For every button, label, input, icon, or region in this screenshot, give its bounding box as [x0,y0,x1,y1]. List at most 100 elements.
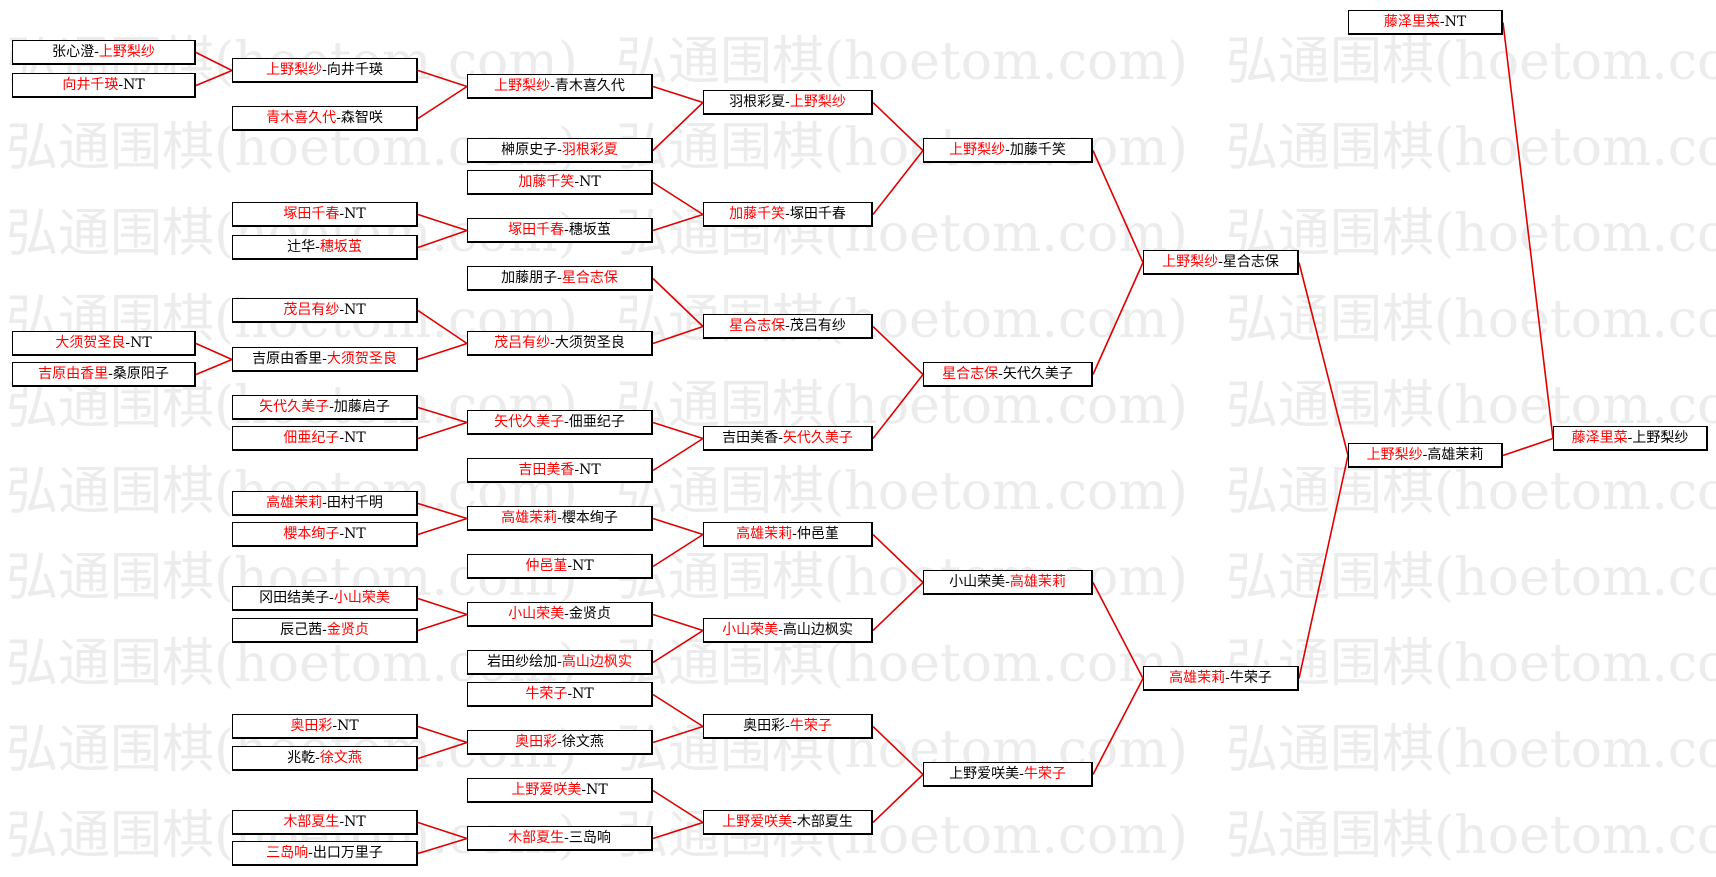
match-box: 小山荣美-金贤贞 [467,602,653,627]
player-a-name: 木部夏生 [508,830,565,846]
vs-separator: - [550,78,555,94]
vs-separator: - [339,302,345,318]
match-box: 奥田彩-徐文燕 [467,730,653,755]
bracket-connector [195,51,233,72]
player-b-name: NT [579,462,601,478]
vs-separator: - [785,318,790,334]
vs-separator: - [125,335,131,351]
player-a-name: 张心澄 [52,44,95,60]
bracket-connector [1092,262,1144,375]
vs-separator: - [557,654,562,670]
player-b-name: 矢代久美子 [782,430,853,446]
match-box: 榊原史子-羽根彩夏 [467,138,653,163]
match-box: 高雄茉莉-櫻本绚子 [467,506,653,531]
player-a-name: 吉原由香里 [38,366,109,382]
bracket-connector [872,101,924,152]
player-b-name: 穗坂茧 [319,239,362,255]
player-a-name: 小山荣美 [722,622,779,638]
player-b-name: 三岛响 [568,830,611,846]
vs-separator: - [792,814,797,830]
vs-separator: - [308,845,313,861]
match-box: 藤泽里菜-NT [1348,10,1503,35]
vs-separator: - [564,606,569,622]
vs-separator: - [322,495,327,511]
bracket-connector [1092,582,1144,679]
match-box: 矢代久美子-加藤启子 [232,395,418,420]
vs-separator: - [339,206,345,222]
player-b-name: 青木喜久代 [554,78,625,94]
match-box: 仲邑堇-NT [467,554,653,579]
match-box: 张心澄-上野梨纱 [12,40,196,65]
player-b-name: 向井千瑛 [326,62,383,78]
player-b-name: NT [344,302,366,318]
player-b-name: 徐文燕 [561,734,604,750]
bracket-connector [652,181,704,216]
vs-separator: - [1439,14,1445,30]
bracket-connector [417,741,468,760]
bracket-connector [652,277,704,328]
match-box: 兆乾-徐文燕 [232,746,418,771]
vs-separator: - [332,718,338,734]
vs-separator: - [574,462,580,478]
player-a-name: 上野爱咲美 [511,782,582,798]
bracket-connector [652,629,704,664]
player-b-name: NT [579,174,601,190]
bracket-connector [1502,22,1554,439]
match-box: 冈田结美子-小山荣美 [232,586,418,611]
player-a-name: 向井千瑛 [62,77,119,93]
match-box: 向井千瑛-NT [12,73,196,98]
player-b-name: 高雄茉莉 [1427,447,1484,463]
bracket-connector [652,693,704,728]
player-b-name: 塚田千春 [789,206,846,222]
vs-separator: - [1422,447,1428,463]
vs-separator: - [339,526,345,542]
player-a-name: 吉田美香 [518,462,575,478]
player-b-name: 牛荣子 [789,718,832,734]
vs-separator: - [785,718,790,734]
player-a-name: 奥田彩 [743,718,786,734]
vs-separator: - [557,734,562,750]
vs-separator: - [564,414,569,430]
match-box: 吉原由香里-大须贺圣良 [232,347,418,372]
match-box: 木部夏生-NT [232,810,418,835]
player-a-name: 奥田彩 [290,718,333,734]
bracket-connector [1502,437,1554,457]
player-b-name: 櫻本绚子 [561,510,618,526]
match-box: 上野爱咲美-NT [467,778,653,803]
match-box: 塚田千春-穗坂茧 [467,218,653,243]
player-a-name: 兆乾 [287,750,316,766]
match-box: 牛荣子-NT [467,682,653,707]
vs-separator: - [118,77,124,93]
player-b-name: 上野梨纱 [789,94,846,110]
vs-separator: - [322,622,327,638]
bracket-connector [417,229,468,249]
player-b-name: NT [344,526,366,542]
bracket-connector [417,69,468,88]
vs-separator: - [567,558,573,574]
bracket-connector [652,725,704,744]
player-b-name: NT [123,77,145,93]
bracket-connector [417,821,468,840]
vs-separator: - [574,174,580,190]
bracket-connector [872,581,924,632]
vs-separator: - [792,526,797,542]
bracket-connector [417,517,468,536]
bracket-connector [417,213,468,232]
player-a-name: 藤泽里菜 [1571,430,1628,446]
player-b-name: 高雄茉莉 [1009,574,1066,590]
player-a-name: 加藤千笑 [729,206,786,222]
player-a-name: 羽根彩夏 [729,94,786,110]
player-a-name: 星合志保 [729,318,786,334]
player-b-name: 田村千明 [326,495,383,511]
vs-separator: - [785,206,790,222]
player-a-name: 上野爱咲美 [722,814,793,830]
player-a-name: 吉田美香 [722,430,779,446]
vs-separator: - [1005,142,1010,158]
player-a-name: 藤泽里菜 [1383,14,1440,30]
vs-separator: - [315,750,320,766]
player-b-name: 上野梨纱 [98,44,155,60]
match-box: 上野爱咲美-牛荣子 [923,762,1093,787]
player-a-name: 高雄茉莉 [501,510,558,526]
match-box: 小山荣美-高雄茉莉 [923,570,1093,595]
